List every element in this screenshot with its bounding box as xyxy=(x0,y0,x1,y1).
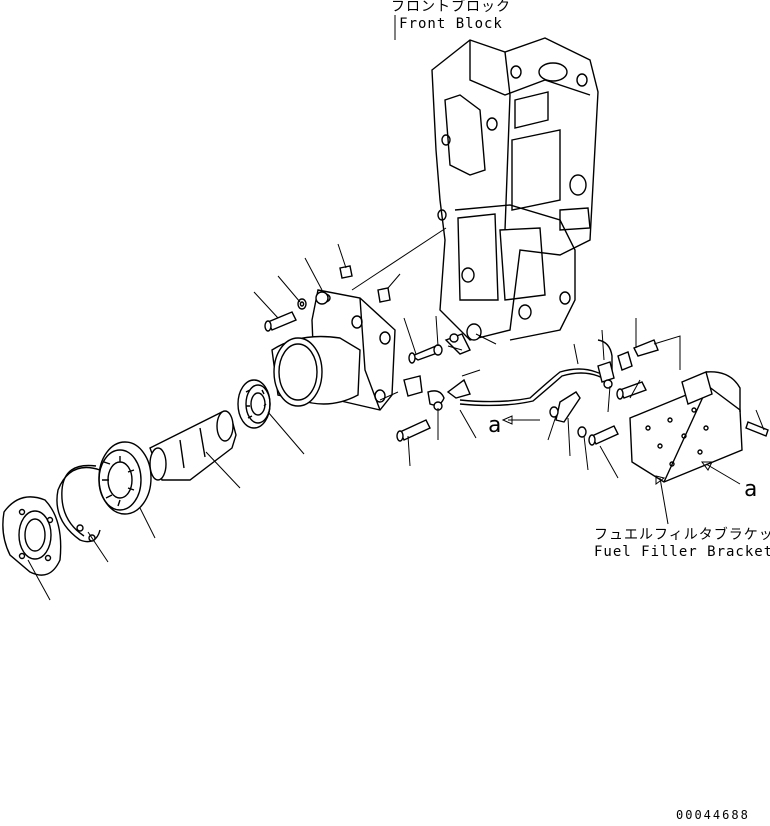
fuel-bracket-label-ja: フュエルフィルタブラケット xyxy=(594,527,770,543)
cover-plate xyxy=(2,496,62,576)
large-bearing xyxy=(98,441,152,515)
drive-shaft xyxy=(149,410,237,481)
front-block-label-ja: フロントブロック xyxy=(391,0,511,15)
small-bearing xyxy=(237,379,271,429)
reference-mark-a-right: a xyxy=(744,477,758,502)
front-block-casting xyxy=(431,37,599,341)
reference-mark-a-left: a xyxy=(488,413,502,438)
gear-housing xyxy=(271,289,396,411)
fuel-filter-bracket xyxy=(629,371,769,483)
front-block-label-en: Front Block xyxy=(399,16,503,32)
leader-lines xyxy=(27,15,765,601)
snap-ring xyxy=(56,464,101,543)
drawing-number: 00044688 xyxy=(676,808,750,822)
fuel-bracket-label-en: Fuel Filler Bracket xyxy=(594,544,770,560)
pipe-fittings xyxy=(396,323,659,446)
